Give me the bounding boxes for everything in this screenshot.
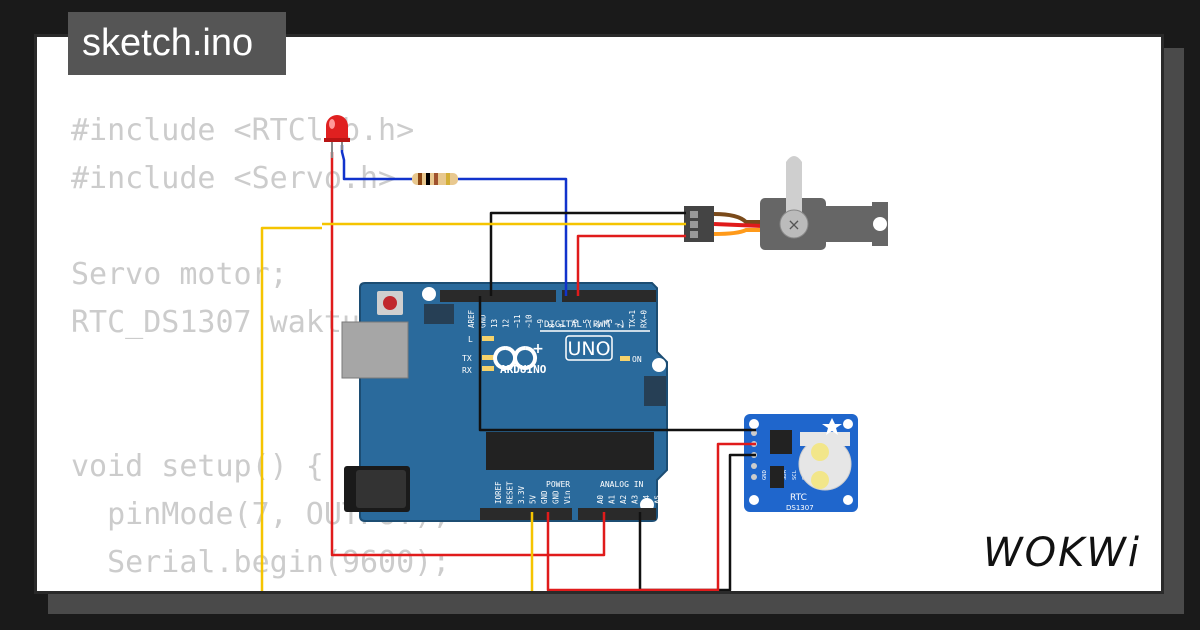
wire-red-servo-pin6[interactable] — [576, 234, 686, 296]
rtc-chip — [770, 430, 792, 454]
servo-horn — [786, 156, 802, 224]
servo-connector — [684, 206, 714, 242]
icsp-header — [424, 304, 454, 324]
pin-label: GND — [762, 470, 768, 480]
wire-black-gnd-rtc[interactable] — [478, 296, 756, 432]
led-rx — [482, 366, 494, 371]
pin-label: 5V — [529, 494, 538, 504]
wire-black-servo-gnd[interactable] — [489, 211, 686, 296]
wire-black-rtc-a4[interactable] — [638, 453, 756, 591]
pin-label: GND — [479, 314, 488, 328]
power-label: POWER — [546, 480, 570, 489]
rtc-title: RTC — [790, 493, 807, 503]
led-label-tx: TX — [462, 354, 472, 363]
pin-label: ~6 — [571, 318, 580, 328]
svg-text:+: + — [532, 341, 544, 357]
analog-label: ANALOG IN — [600, 480, 644, 489]
atmega-chip — [486, 432, 654, 470]
digital-header-right — [562, 290, 656, 302]
servo-motor[interactable]: × — [684, 156, 888, 250]
pin-label: SCL — [792, 469, 798, 480]
pin-label: Vin — [563, 490, 572, 504]
pin-label: ~9 — [536, 319, 545, 328]
wire-red-rtc-5v[interactable] — [546, 442, 756, 591]
wire-yellow-left[interactable] — [260, 226, 322, 630]
svg-text:×: × — [787, 215, 800, 234]
pin-label: A3 — [631, 495, 640, 504]
pin-label: ~5 — [582, 319, 591, 328]
power-header — [480, 508, 572, 520]
pin-label: 7 — [559, 323, 568, 328]
pin-label: 4 — [594, 323, 603, 328]
pin-label: AREF — [467, 309, 476, 328]
wokwi-logo: WOKWi — [983, 530, 1141, 576]
pin-label: TX→1 — [628, 310, 637, 328]
pin-label: ~10 — [525, 314, 534, 328]
pin-label: 13 — [490, 319, 499, 328]
led-l — [482, 336, 494, 341]
arduino-logo: − + — [493, 340, 544, 370]
pin-label: SDA — [782, 469, 788, 480]
on-label: ON — [632, 355, 642, 364]
pin-label: ~3 — [605, 319, 614, 328]
wires — [260, 145, 756, 630]
pin-label: A2 — [619, 495, 628, 504]
pin-label: IOREF — [494, 481, 503, 504]
red-led[interactable] — [324, 115, 350, 158]
pin-label: A0 — [596, 494, 605, 504]
rtc-subtitle: DS1307 — [786, 504, 814, 512]
digital-header-left — [440, 290, 556, 302]
pin-label: GND — [540, 490, 549, 504]
file-tab[interactable]: sketch.ino — [68, 12, 286, 75]
pin-label: ~11 — [513, 314, 522, 328]
pin-label: A4 — [642, 494, 651, 504]
uno-label: UNO — [567, 338, 610, 360]
pin-label: 12 — [502, 319, 511, 328]
pin-label: A5 — [654, 495, 663, 504]
wire-blue-resistor-pin7[interactable] — [458, 177, 568, 296]
pin-label: A1 — [608, 495, 617, 504]
code-line: void setup() { — [71, 449, 324, 484]
wire-blue-led-resistor[interactable] — [340, 145, 412, 181]
mount-hole — [652, 358, 666, 372]
code-background: #include <RTClib.h> #include <Servo.h> S… — [71, 107, 451, 591]
digital-label: DIGITAL (PWM ~) — [544, 320, 625, 330]
wire-red-led-5v[interactable] — [330, 152, 606, 557]
pin-label: GND — [552, 490, 561, 504]
icsp-header-2 — [644, 376, 666, 406]
code-line: Serial.begin(9600); — [71, 545, 451, 580]
pin-label: 2 — [617, 323, 626, 328]
file-tab-label: sketch.ino — [82, 22, 254, 64]
pin-label: 8 — [548, 323, 557, 328]
rtc-ds1307-module[interactable]: GND5VSDASCLSQW RTC DS1307 — [744, 414, 858, 512]
code-line: Servo motor; — [71, 257, 288, 292]
led-label-rx: RX — [462, 366, 472, 375]
code-line: #include <RTClib.h> — [71, 113, 415, 148]
pin-label: RX←0 — [640, 309, 649, 328]
mount-hole — [422, 287, 436, 301]
usb-connector — [341, 321, 409, 379]
led-tx — [482, 355, 494, 360]
arduino-brand-label: ARDUINO — [500, 363, 547, 376]
pin-label: 3.3V — [517, 485, 526, 504]
svg-text:−: − — [500, 340, 512, 356]
star-logo-icon — [822, 418, 842, 435]
analog-header — [578, 508, 656, 520]
pin-label: RESET — [506, 481, 515, 504]
led-on — [620, 356, 630, 361]
led-label-l: L — [468, 335, 473, 344]
